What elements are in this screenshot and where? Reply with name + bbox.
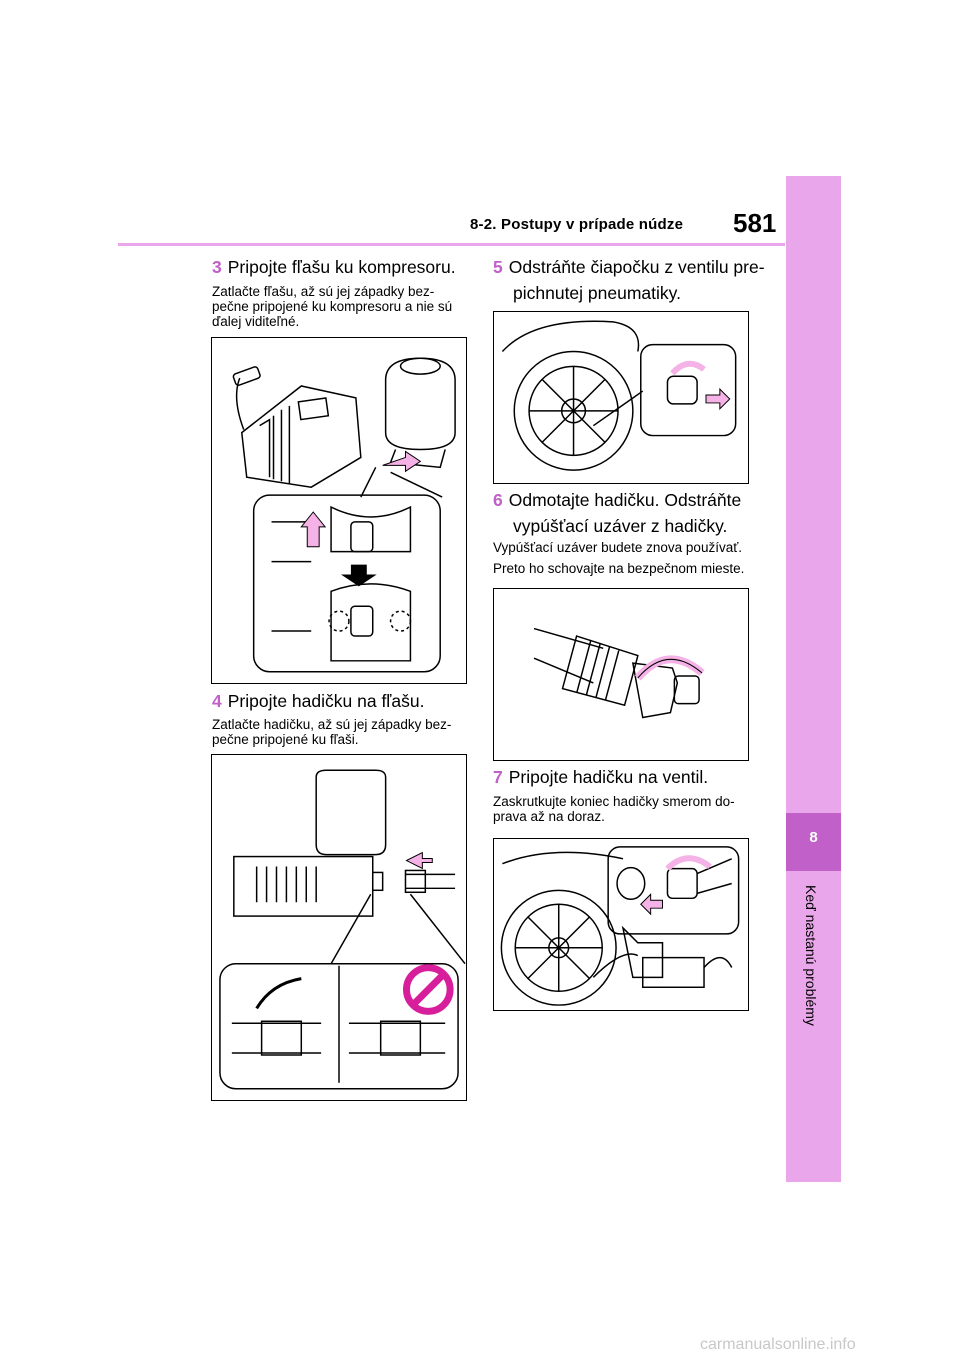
- figure-hose-bottle: [211, 754, 467, 1101]
- note-line: Zatlačte hadičku, až sú jej západky bez-: [212, 717, 452, 732]
- figure-hose-valve: [493, 838, 749, 1011]
- watermark: carmanualsonline.info: [700, 1336, 856, 1353]
- step-3-note: Zatlačte fľašu, až sú jej západky bez- p…: [212, 284, 452, 329]
- note-line: pečne pripojené ku kompresoru a nie sú: [212, 299, 453, 314]
- step-4-note: Zatlačte hadičku, až sú jej západky bez-…: [212, 717, 451, 747]
- step-title-line: pichnutej pneumatiky.: [513, 283, 681, 303]
- illustration-hose-bottle: [219, 769, 466, 1090]
- note-line: Zaskrutkujte koniec hadičky smerom do-: [493, 794, 735, 809]
- section-title: 8-2. Postupy v prípade núdze: [470, 216, 684, 233]
- page-number: 581: [733, 208, 777, 238]
- chapter-tab: [786, 813, 841, 871]
- step-title-line: Odmotajte hadičku. Odstráňte: [508, 490, 742, 510]
- note-line: Vypúšťací uzáver budete znova používať.: [493, 540, 743, 555]
- step-number: 3: [212, 257, 222, 277]
- figure-drain-cap: [493, 588, 749, 761]
- chapter-number: 8: [809, 829, 818, 846]
- note-line: prava až na doraz.: [493, 809, 605, 824]
- step-title-line: vypúšťací uzáver z hadičky.: [513, 516, 728, 536]
- chapter-sidebar: [786, 176, 841, 1182]
- header-rule: [118, 243, 785, 246]
- chapter-title: Keď nastanú problémy: [803, 885, 819, 1026]
- illustration-drain-cap: [533, 627, 705, 719]
- step-7-note: Zaskrutkujte koniec hadičky smerom do- p…: [493, 794, 735, 824]
- step-number: 5: [493, 257, 503, 277]
- figure-valve-cap: [493, 311, 749, 484]
- step-title: Pripojte hadičku na fľašu.: [227, 691, 425, 711]
- step-number: 4: [212, 691, 222, 711]
- step-title: Pripojte hadičku na ventil.: [508, 767, 709, 787]
- illustration-hose-valve: [500, 846, 740, 1006]
- step-number: 7: [493, 767, 503, 787]
- step-6-note: Vypúšťací uzáver budete znova používať. …: [493, 540, 744, 576]
- note-line: Preto ho schovajte na bezpečnom mieste.: [493, 561, 745, 576]
- illustration-bottle-compressor: [232, 357, 456, 673]
- note-line: ďalej viditeľné.: [212, 314, 300, 329]
- step-title: Pripojte fľašu ku kompresoru.: [227, 257, 456, 277]
- step-number: 6: [493, 490, 503, 510]
- figure-bottle-compressor: [211, 337, 467, 684]
- note-line: pečne pripojené ku fľaši.: [212, 732, 359, 747]
- step-title-line: Odstráňte čiapočku z ventilu pre-: [508, 257, 765, 277]
- note-line: Zatlačte fľašu, až sú jej západky bez-: [212, 284, 435, 299]
- illustration-valve-cap: [501, 320, 737, 471]
